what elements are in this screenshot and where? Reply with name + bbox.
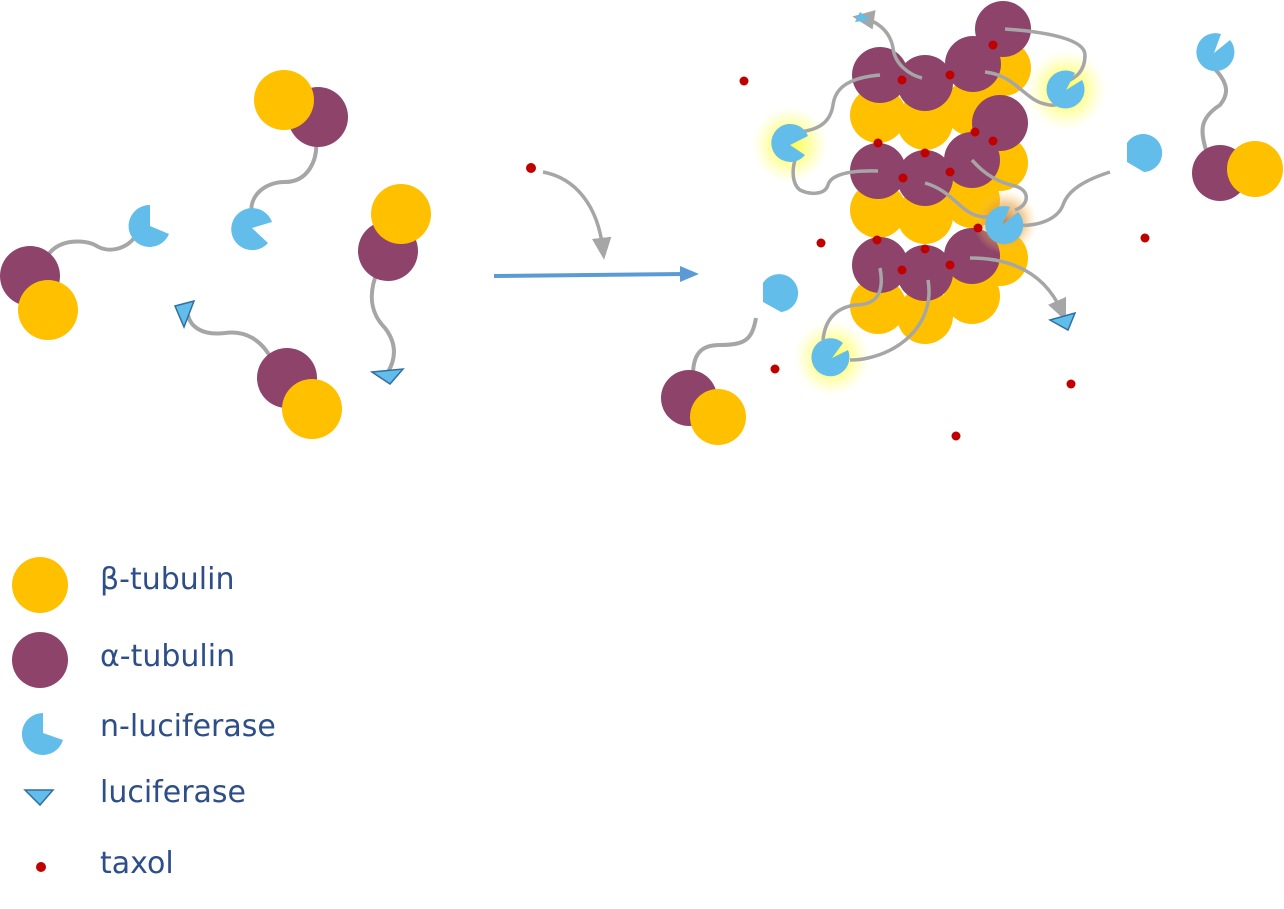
beta-tubulin-icon <box>12 557 68 613</box>
luciferase <box>369 368 405 385</box>
legend-label-beta-tubulin: β-tubulin <box>100 562 235 597</box>
luciferase <box>173 299 196 329</box>
taxol <box>526 163 536 173</box>
linker <box>249 139 319 216</box>
n-luciferase <box>128 204 169 247</box>
linker <box>369 269 396 374</box>
beta-tubulin <box>282 379 342 439</box>
free-right-group <box>661 33 1283 445</box>
legend-label-n-luciferase: n-luciferase <box>100 709 276 744</box>
legend-label-taxol: taxol <box>100 846 174 881</box>
n-luciferase <box>231 208 272 251</box>
free-dimers-group <box>0 70 431 439</box>
linker <box>46 230 140 257</box>
curved-arrow <box>542 170 612 260</box>
taxol-icon <box>36 862 46 872</box>
alpha-tubulin-icon <box>12 632 68 688</box>
reaction-arrowhead <box>680 266 699 282</box>
legend-label-alpha-tubulin: α-tubulin <box>100 639 236 674</box>
beta-tubulin <box>371 184 431 244</box>
legend-icons <box>12 557 68 872</box>
beta-tubulin <box>254 70 314 130</box>
reaction-arrow <box>493 272 686 278</box>
legend-label-luciferase: luciferase <box>100 775 247 810</box>
beta-tubulin <box>18 280 78 340</box>
linker <box>186 314 274 361</box>
luciferase-icon <box>23 789 55 807</box>
microtubule-group <box>752 1 1163 396</box>
reaction-arrow-group <box>493 163 699 282</box>
n-luciferase-icon <box>21 712 63 755</box>
